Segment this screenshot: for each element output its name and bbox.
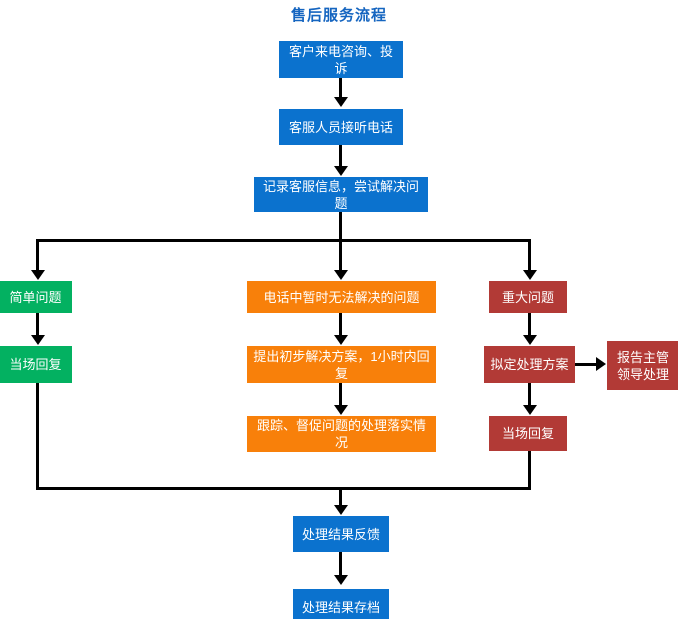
node-record-info[interactable]: 记录客服信息，尝试解决问题 — [254, 177, 428, 212]
node-unresolved-issue[interactable]: 电话中暂时无法解决的问题 — [247, 281, 436, 313]
connector-simple-to-reply — [36, 313, 39, 336]
connector-unresolved-to-plan — [339, 313, 342, 336]
node-result-archive[interactable]: 处理结果存档 — [293, 589, 389, 619]
connector-major-reply-to-merge — [528, 451, 531, 490]
node-report-manager[interactable]: 报告主管 领导处理 — [607, 341, 678, 390]
connector-record-to-bus — [339, 212, 342, 241]
connector-simple-reply-to-merge — [36, 383, 39, 490]
connector-bus-to-simple — [36, 239, 39, 271]
connector-branch-bus — [36, 239, 531, 242]
node-follow-up[interactable]: 跟踪、督促问题的处理落实情况 — [247, 416, 436, 452]
node-preliminary-plan[interactable]: 提出初步解决方案，1小时内回复 — [247, 346, 436, 383]
arrow-answer-to-record-icon — [334, 166, 348, 176]
arrow-bus-to-unresolved-icon — [334, 270, 348, 280]
arrow-feedback-to-archive-icon — [334, 575, 348, 585]
arrow-bus-to-major-icon — [523, 270, 537, 280]
node-result-feedback[interactable]: 处理结果反馈 — [293, 516, 389, 552]
node-simple-reply[interactable]: 当场回复 — [0, 346, 72, 383]
connector-draft-to-report — [575, 363, 597, 366]
arrow-merge-to-feedback-icon — [334, 505, 348, 515]
connector-answer-to-record — [339, 145, 342, 167]
connector-bus-to-major — [528, 239, 531, 271]
connector-plan-to-followup — [339, 383, 342, 406]
node-draft-plan[interactable]: 拟定处理方案 — [484, 346, 575, 383]
node-simple-issue[interactable]: 简单问题 — [0, 281, 72, 313]
node-agent-answer[interactable]: 客服人员接听电话 — [279, 109, 403, 145]
arrow-draft-to-major-reply-icon — [523, 405, 537, 415]
page-title: 售后服务流程 — [290, 7, 387, 24]
connector-call-to-answer — [339, 78, 342, 98]
node-major-issue[interactable]: 重大问题 — [489, 281, 567, 313]
node-major-reply[interactable]: 当场回复 — [489, 416, 567, 451]
arrow-major-to-draft-icon — [523, 335, 537, 345]
connector-merge-to-feedback — [339, 487, 342, 506]
connector-feedback-to-archive — [339, 552, 342, 576]
arrow-simple-to-reply-icon — [31, 335, 45, 345]
connector-major-to-draft — [528, 313, 531, 336]
connector-merge-bus — [36, 487, 531, 490]
node-customer-call[interactable]: 客户来电咨询、投诉 — [279, 41, 403, 78]
arrow-plan-to-followup-icon — [334, 405, 348, 415]
arrow-draft-to-report-icon — [596, 357, 606, 371]
arrow-call-to-answer-icon — [334, 97, 348, 107]
connector-bus-to-unresolved — [339, 239, 342, 271]
arrow-unresolved-to-plan-icon — [334, 335, 348, 345]
connector-draft-to-major-reply — [528, 383, 531, 406]
arrow-bus-to-simple-icon — [31, 270, 45, 280]
